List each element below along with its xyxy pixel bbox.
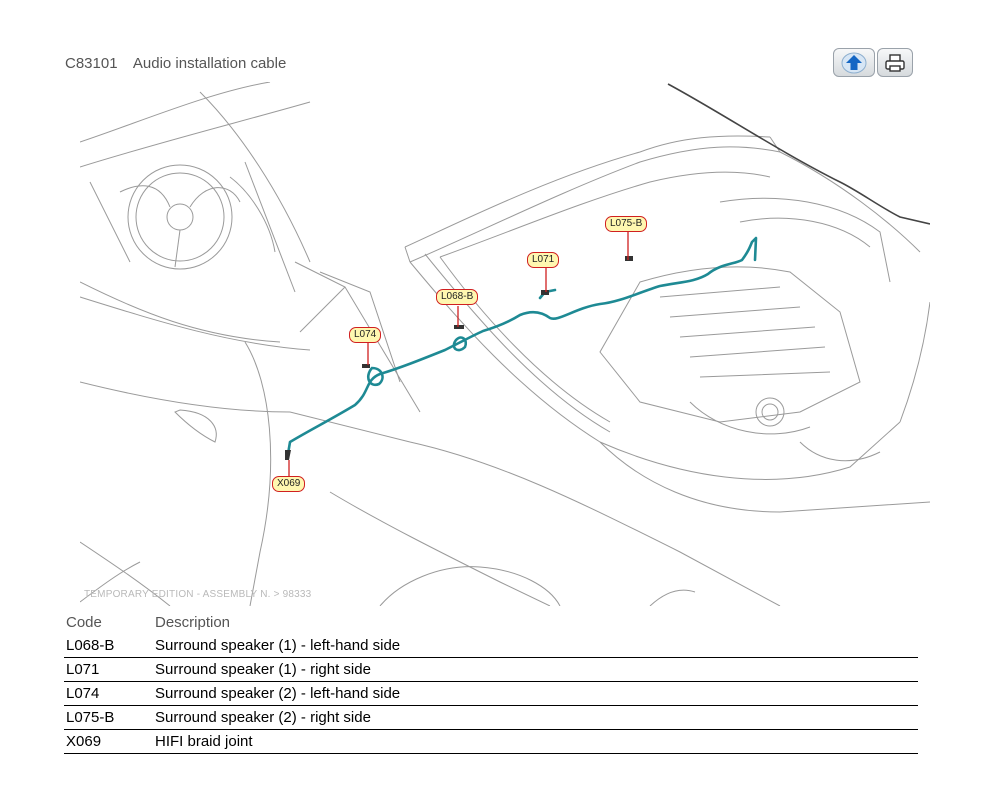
row-description: Surround speaker (1) - right side [153, 657, 918, 682]
row-code: L071 [64, 657, 153, 682]
callout-x069[interactable]: X069 [272, 476, 306, 492]
car-line-drawing [80, 82, 930, 606]
row-code: X069 [64, 729, 153, 754]
callout-l074[interactable]: L074 [349, 327, 382, 343]
table-row: X069 HIFI braid joint [64, 729, 918, 754]
row-code: L075-B [64, 705, 153, 730]
component-title: Audio installation cable [132, 55, 287, 72]
toolbar [833, 48, 913, 77]
row-code: L074 [64, 681, 153, 706]
table-row: L075-B Surround speaker (2) - right side [64, 705, 918, 730]
legend-table: Code Description L068-B Surround speaker… [64, 611, 918, 754]
table-row: L074 Surround speaker (2) - left-hand si… [64, 681, 918, 706]
row-description: Surround speaker (2) - left-hand side [153, 681, 918, 706]
legend-header-row: Code Description [64, 611, 918, 634]
callout-l068-b[interactable]: L068-B [436, 289, 479, 305]
callout-l075-b[interactable]: L075-B [605, 216, 648, 232]
page-title: C83101 Audio installation cable [65, 55, 286, 72]
go-up-button[interactable] [833, 48, 875, 77]
printer-icon [885, 53, 905, 72]
column-header-code: Code [66, 613, 102, 631]
row-description: Surround speaker (2) - right side [153, 705, 918, 730]
row-code: L068-B [64, 634, 153, 658]
component-code: C83101 [65, 55, 118, 72]
column-header-description: Description [155, 613, 231, 631]
watermark: TEMPORARY EDITION - ASSEMBLY N. > 98333 [84, 589, 312, 600]
print-button[interactable] [877, 48, 913, 77]
row-description: Surround speaker (1) - left-hand side [153, 634, 918, 658]
arrow-up-icon [841, 52, 867, 73]
table-row: L071 Surround speaker (1) - right side [64, 657, 918, 682]
installation-diagram: L075-B L071 L068-B L074 X069 [80, 82, 930, 606]
table-row: L068-B Surround speaker (1) - left-hand … [64, 634, 918, 658]
callout-l071[interactable]: L071 [527, 252, 560, 268]
row-description: HIFI braid joint [153, 729, 918, 754]
